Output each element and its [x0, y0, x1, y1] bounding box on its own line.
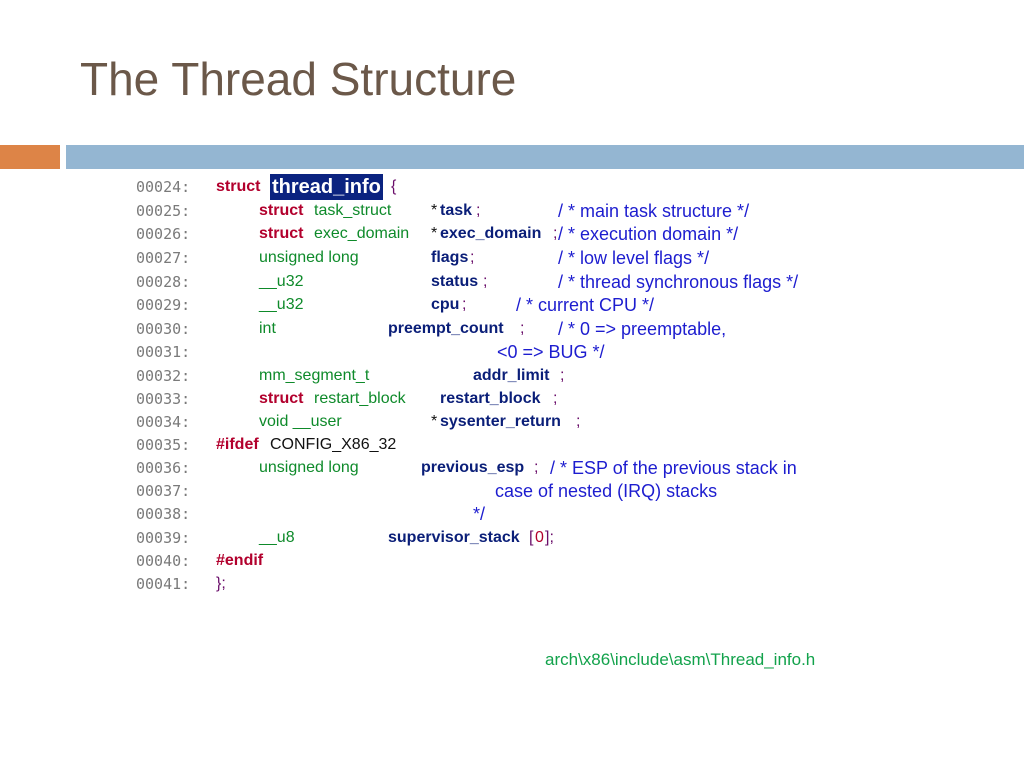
pointer-star: *: [431, 225, 438, 242]
type-name: unsigned long: [259, 459, 359, 476]
array-index: 0: [535, 529, 544, 546]
type-name: exec_domain: [314, 225, 410, 242]
code-line: 00024: struct thread_info {: [136, 174, 996, 200]
line-number: 00028:: [136, 273, 191, 291]
field-name: flags: [431, 249, 469, 266]
punctuation: };: [216, 575, 226, 592]
code-comment: */: [473, 504, 486, 524]
field-name: exec_domain: [440, 225, 542, 242]
accent-bar-blue: [66, 145, 1024, 169]
code-line: 00036: unsigned long previous_esp ; / * …: [136, 458, 996, 480]
code-comment: / * current CPU */: [516, 295, 655, 315]
keyword: struct: [216, 178, 261, 195]
field-name: sysenter_return: [440, 413, 561, 430]
line-number: 00027:: [136, 249, 191, 267]
line-number: 00029:: [136, 296, 191, 314]
field-name: status: [431, 273, 479, 290]
code-comment: case of nested (IRQ) stacks: [495, 481, 718, 501]
punctuation: ;: [520, 320, 525, 337]
line-number: 00041:: [136, 575, 191, 593]
punctuation: [: [529, 529, 534, 546]
punctuation: ;: [476, 202, 481, 219]
keyword: #endif: [216, 552, 264, 569]
code-line: 00025: struct task_struct * task ; / * m…: [136, 201, 996, 223]
code-line: 00035: #ifdef CONFIG_X86_32: [136, 435, 996, 457]
code-line: 00040: #endif: [136, 551, 996, 573]
code-line: 00037: case of nested (IRQ) stacks: [136, 481, 996, 503]
code-line: 00032: mm_segment_t addr_limit ;: [136, 366, 996, 388]
code-line: 00027: unsigned long flags ; / * low lev…: [136, 248, 996, 270]
code-comment: / * thread synchronous flags */: [558, 272, 799, 292]
punctuation: ;: [576, 413, 581, 430]
type-name: unsigned long: [259, 249, 359, 266]
code-block: 00024: struct thread_info { 00025: struc…: [136, 174, 996, 597]
line-number: 00026:: [136, 225, 191, 243]
field-name: preempt_count: [388, 320, 504, 337]
punctuation: ;: [462, 296, 467, 313]
punctuation: ;: [553, 225, 558, 242]
field-name: task: [440, 202, 473, 219]
field-name: addr_limit: [473, 367, 550, 384]
punctuation: {: [391, 178, 397, 195]
line-number: 00036:: [136, 459, 191, 477]
code-line: 00039: __u8 supervisor_stack [ 0 ];: [136, 528, 996, 550]
file-path-caption: arch\x86\include\asm\Thread_info.h: [545, 650, 816, 669]
line-number: 00039:: [136, 529, 191, 547]
line-number: 00024:: [136, 178, 191, 196]
punctuation: ;: [470, 249, 475, 266]
punctuation: ;: [560, 367, 565, 384]
code-comment: <0 => BUG */: [497, 342, 605, 362]
field-name: previous_esp: [421, 459, 525, 476]
selected-struct-name[interactable]: thread_info: [270, 174, 383, 200]
code-comment: / * ESP of the previous stack in: [550, 458, 797, 478]
code-line: 00028: __u32 status ; / * thread synchro…: [136, 272, 996, 294]
type-name: __u32: [259, 273, 304, 290]
pointer-star: *: [431, 202, 438, 219]
line-number: 00025:: [136, 202, 191, 220]
type-name: __u8: [259, 529, 295, 546]
line-number: 00035:: [136, 436, 191, 454]
punctuation: ];: [545, 529, 554, 546]
code-line: 00030: int preempt_count ; / * 0 => pree…: [136, 319, 996, 341]
field-name: supervisor_stack: [388, 529, 520, 546]
code-line: 00033: struct restart_block restart_bloc…: [136, 389, 996, 411]
type-name: task_struct: [314, 202, 392, 219]
code-line: 00026: struct exec_domain * exec_domain …: [136, 224, 996, 246]
keyword: struct: [259, 390, 304, 407]
code-comment: / * low level flags */: [558, 248, 710, 268]
code-comment: / * execution domain */: [558, 224, 739, 244]
keyword: struct: [259, 202, 304, 219]
pointer-star: *: [431, 413, 438, 430]
line-number: 00032:: [136, 367, 191, 385]
field-name: cpu: [431, 296, 460, 313]
code-line: 00038: */: [136, 504, 996, 526]
code-line: 00034: void __user * sysenter_return ;: [136, 412, 996, 434]
macro-name: CONFIG_X86_32: [270, 436, 397, 453]
line-number: 00038:: [136, 505, 191, 523]
punctuation: ;: [534, 459, 539, 476]
line-number: 00034:: [136, 413, 191, 431]
punctuation: ;: [553, 390, 558, 407]
line-number: 00037:: [136, 482, 191, 500]
code-comment: / * 0 => preemptable,: [558, 319, 727, 339]
type-name: restart_block: [314, 390, 406, 407]
line-number: 00033:: [136, 390, 191, 408]
code-line: 00041: };: [136, 574, 996, 596]
accent-bar-orange: [0, 145, 60, 169]
line-number: 00031:: [136, 343, 191, 361]
line-number: 00040:: [136, 552, 191, 570]
type-name: mm_segment_t: [259, 367, 370, 384]
line-number: 00030:: [136, 320, 191, 338]
code-comment: / * main task structure */: [558, 201, 750, 221]
punctuation: ;: [483, 273, 488, 290]
slide-title: The Thread Structure: [80, 53, 517, 105]
field-name: restart_block: [440, 390, 541, 407]
type-name: void __user: [259, 413, 342, 430]
keyword: #ifdef: [216, 436, 259, 453]
code-line: 00029: __u32 cpu ; / * current CPU */: [136, 295, 996, 317]
type-name: int: [259, 320, 276, 337]
code-line: 00031: <0 => BUG */: [136, 342, 996, 364]
type-name: __u32: [259, 296, 304, 313]
keyword: struct: [259, 225, 304, 242]
